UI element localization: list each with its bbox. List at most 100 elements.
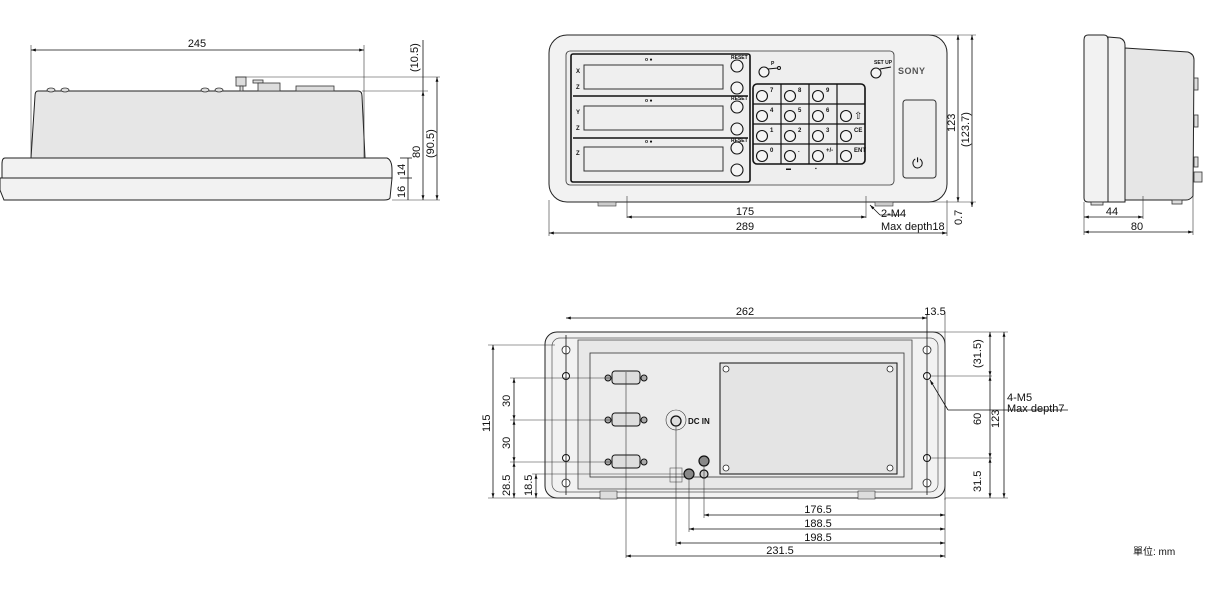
indicator: o ● bbox=[645, 139, 652, 145]
keypad-button[interactable] bbox=[839, 129, 853, 143]
dc-in-jack[interactable] bbox=[670, 415, 682, 427]
reset-button[interactable] bbox=[730, 141, 744, 155]
foot bbox=[597, 201, 617, 207]
keypad-key-label: 0 bbox=[770, 148, 774, 154]
dim-60: 60 bbox=[972, 413, 984, 425]
dim-14: 14 bbox=[396, 164, 408, 176]
dim-198-5: 198.5 bbox=[804, 532, 832, 544]
keypad-key-label: 3 bbox=[826, 128, 830, 134]
keypad-key-label: 9 bbox=[826, 88, 830, 94]
dim-123-7: (123.7) bbox=[960, 112, 972, 147]
dim-115: 115 bbox=[481, 414, 493, 432]
axis-label: Z bbox=[576, 126, 580, 132]
keypad-button[interactable] bbox=[783, 149, 797, 163]
axis-label: Z bbox=[576, 151, 580, 157]
foot bbox=[857, 490, 876, 500]
keypad-key-label: CE bbox=[854, 128, 862, 134]
reset-button[interactable] bbox=[730, 100, 744, 114]
foot bbox=[874, 201, 894, 207]
dim-289: 289 bbox=[736, 221, 754, 233]
dim-16: 16 bbox=[396, 186, 408, 198]
keypad-key-label: 6 bbox=[826, 108, 830, 114]
zero-button[interactable] bbox=[730, 122, 744, 136]
top-view: 245 (10.5) 80 (90.5) 14 16 bbox=[0, 38, 440, 201]
rear-jack[interactable] bbox=[698, 455, 710, 467]
dim-245: 245 bbox=[188, 38, 206, 50]
keypad-button[interactable] bbox=[783, 109, 797, 123]
dim-80: 80 bbox=[411, 146, 423, 158]
preset-label: P bbox=[771, 61, 775, 67]
keypad-button[interactable] bbox=[783, 129, 797, 143]
indicator: o ● bbox=[645, 57, 652, 63]
keypad-key-label: 2 bbox=[798, 128, 802, 134]
keypad-button[interactable] bbox=[811, 129, 825, 143]
rear-jack[interactable] bbox=[683, 468, 695, 480]
top-view-knobs bbox=[46, 76, 335, 93]
dim-123-rear: 123 bbox=[990, 410, 1002, 428]
keypad-button[interactable] bbox=[755, 109, 769, 123]
dc-in-label: DC IN bbox=[688, 417, 710, 426]
side-front-bezel bbox=[1083, 34, 1109, 203]
keypad-button[interactable] bbox=[755, 89, 769, 103]
unit-label: 單位: mm bbox=[1133, 545, 1175, 558]
display-window bbox=[583, 105, 724, 131]
dim-123: 123 bbox=[946, 114, 958, 132]
thread-depth-18: Max depth18 bbox=[881, 221, 945, 233]
top-view-upper-base bbox=[1, 157, 393, 179]
keypad-key-label: +/- bbox=[826, 148, 833, 154]
rear-view: DC IN 262 13.5 (31.5) 60 31.5 123 4-M5 M… bbox=[481, 306, 1068, 558]
dim-10-5: (10.5) bbox=[409, 43, 421, 72]
keypad-key-label: 4 bbox=[770, 108, 774, 114]
keypad-button[interactable] bbox=[755, 149, 769, 163]
sony-logo: SONY bbox=[898, 66, 926, 76]
power-button[interactable]: ⏻ bbox=[912, 155, 923, 171]
preset-button[interactable] bbox=[758, 66, 770, 78]
keypad-button[interactable] bbox=[783, 89, 797, 103]
dim-262: 262 bbox=[736, 306, 754, 318]
side-view: 44 80 bbox=[1083, 34, 1203, 235]
dim-80-depth: 80 bbox=[1131, 221, 1143, 233]
keypad-button[interactable] bbox=[839, 109, 853, 123]
dim-31-5-top: (31.5) bbox=[972, 339, 984, 368]
keypad-button[interactable] bbox=[811, 89, 825, 103]
zero-button[interactable] bbox=[730, 163, 744, 177]
display-row-x: X Z o ● RESET bbox=[576, 55, 748, 95]
screws bbox=[561, 345, 932, 488]
dim-13-5: 13.5 bbox=[924, 306, 945, 318]
display-row-y: Y Z o ● RESET bbox=[576, 96, 748, 136]
side-connectors bbox=[1090, 77, 1203, 206]
keypad-key-label: 7 bbox=[770, 88, 774, 94]
setup-button[interactable] bbox=[870, 67, 882, 79]
dim-176-5: 176.5 bbox=[804, 504, 832, 516]
dim-90-5: (90.5) bbox=[425, 129, 437, 158]
axis-label: Z bbox=[576, 85, 580, 91]
keypad-mark: ▬ bbox=[786, 166, 791, 172]
setup-label: SET UP bbox=[874, 60, 893, 66]
dim-175: 175 bbox=[736, 206, 754, 218]
keypad-button[interactable] bbox=[755, 129, 769, 143]
keypad-mark: ▪ bbox=[815, 166, 817, 172]
keypad-button[interactable] bbox=[811, 149, 825, 163]
reset-label: RESET bbox=[731, 138, 748, 144]
display-window bbox=[583, 64, 724, 90]
display-window bbox=[583, 146, 724, 172]
side-front-frame bbox=[1107, 36, 1126, 203]
keypad-button[interactable] bbox=[811, 109, 825, 123]
dim-231-5: 231.5 bbox=[766, 545, 794, 557]
reset-button[interactable] bbox=[730, 59, 744, 73]
keypad-key-label: ENT bbox=[854, 148, 866, 154]
keypad-key-label: 8 bbox=[798, 88, 802, 94]
dim-44: 44 bbox=[1106, 206, 1118, 218]
indicator: o ● bbox=[645, 98, 652, 104]
thread-depth-7: Max depth7 bbox=[1007, 403, 1064, 415]
axis-label: X bbox=[576, 69, 580, 75]
thread-note-m4: 2-M4 bbox=[881, 208, 906, 220]
zero-button[interactable] bbox=[730, 81, 744, 95]
reset-label: RESET bbox=[731, 55, 748, 61]
top-view-lower-base bbox=[0, 177, 393, 201]
dim-30-a: 30 bbox=[501, 395, 513, 407]
keypad-key-label: 5 bbox=[798, 108, 802, 114]
display-row-z: Z o ● RESET bbox=[576, 138, 748, 177]
keypad-button[interactable] bbox=[839, 149, 853, 163]
